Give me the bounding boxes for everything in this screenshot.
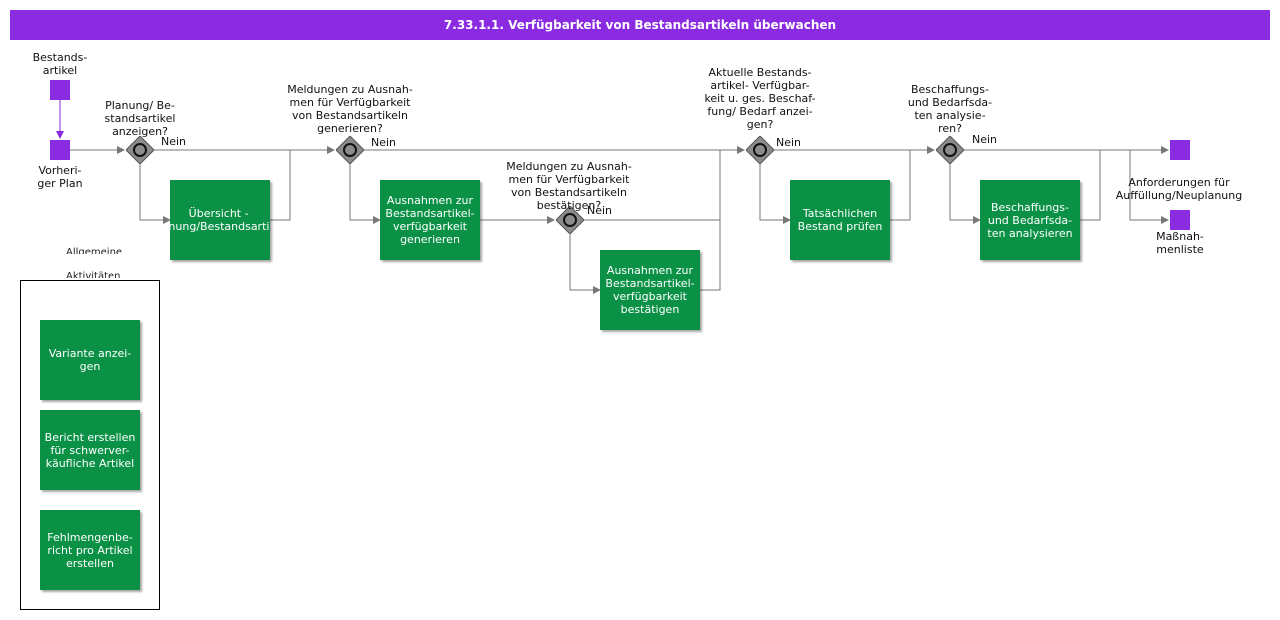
gateway-4-no-label: Nein [776, 136, 802, 149]
flow-g4-yes [759, 164, 791, 224]
flow-g5-yes [949, 164, 981, 224]
general-activities-label-line1: Allgemeine [66, 247, 123, 254]
flow-bestand-back [890, 150, 911, 221]
gateway-3-no-label: Nein [587, 204, 613, 217]
gateway-5-no-label: Nein [972, 133, 998, 146]
gateway-1 [126, 136, 154, 164]
task-ausnahmen-generieren[interactable]: Ausnahmen zur Bestandsartikel- verfügbar… [380, 180, 480, 260]
activity-fehlmengenbericht[interactable]: Fehlmengenbe- richt pro Artikel erstelle… [40, 510, 140, 590]
task-uebersicht-label: Übersicht - Planung/Bestandsartikel [170, 207, 270, 233]
label-massnahmenliste: Maßnah- menliste [1156, 230, 1204, 256]
gateway-2 [336, 136, 364, 164]
gateway-2-no-label: Nein [371, 136, 397, 149]
diagram-title: 7.33.1.1. Verfügbarkeit von Bestandsarti… [10, 10, 1270, 40]
task-beschaffung-analysieren[interactable]: Beschaffungs- und Bedarfsda- ten analysi… [980, 180, 1080, 260]
flow-bestaetigen-back [700, 220, 721, 291]
label-bestandsartikel: Bestands- artikel [32, 51, 88, 77]
activity-variante-anzeigen[interactable]: Variante anzei- gen [40, 320, 140, 400]
start-event-bestandsartikel [50, 80, 70, 100]
gateway-1-no-label: Nein [161, 135, 187, 148]
flow-g3-yes [569, 234, 601, 294]
flow-to-massnahmen [1129, 150, 1169, 224]
gateway-2-question: Meldungen zu Ausnah- men für Verfügbarke… [287, 83, 413, 135]
flow-uebersicht-back [270, 150, 291, 221]
gateway-5-question: Beschaffungs- und Bedarfsda- ten analysi… [907, 83, 993, 135]
label-vorheriger-plan: Vorheri- ger Plan [37, 164, 83, 190]
start-event-vorheriger-plan [50, 140, 70, 160]
flow-g1-yes [139, 164, 171, 224]
gateway-4-question: Aktuelle Bestands- artikel- Verfügbar- k… [704, 66, 816, 131]
flow-g2-yes [349, 164, 381, 224]
task-uebersicht-planung[interactable]: Übersicht - Planung/Bestandsartikel [170, 180, 270, 260]
gateway-4 [746, 136, 774, 164]
activity-bericht-erstellen[interactable]: Bericht erstellen für schwerver- käuflic… [40, 410, 140, 490]
general-activities-label-line2: Aktivitäten [66, 271, 121, 278]
gateway-3-question: Meldungen zu Ausnah- men für Verfügbarke… [506, 160, 632, 212]
task-bestand-pruefen[interactable]: Tatsächlichen Bestand prüfen [790, 180, 890, 260]
gateway-3 [556, 206, 584, 234]
end-event-anforderungen [1170, 140, 1190, 160]
label-anforderungen: Anforderungen für Auffüllung/Neuplanung [1115, 176, 1243, 202]
task-ausnahmen-bestaetigen[interactable]: Ausnahmen zur Bestandsartikel- verfügbar… [600, 250, 700, 330]
gateway-1-question: Planung/ Be- standsartikel anzeigen? [104, 99, 176, 138]
flow-analyse-back [1080, 150, 1101, 221]
end-event-massnahmenliste [1170, 210, 1190, 230]
gateway-5 [936, 136, 964, 164]
